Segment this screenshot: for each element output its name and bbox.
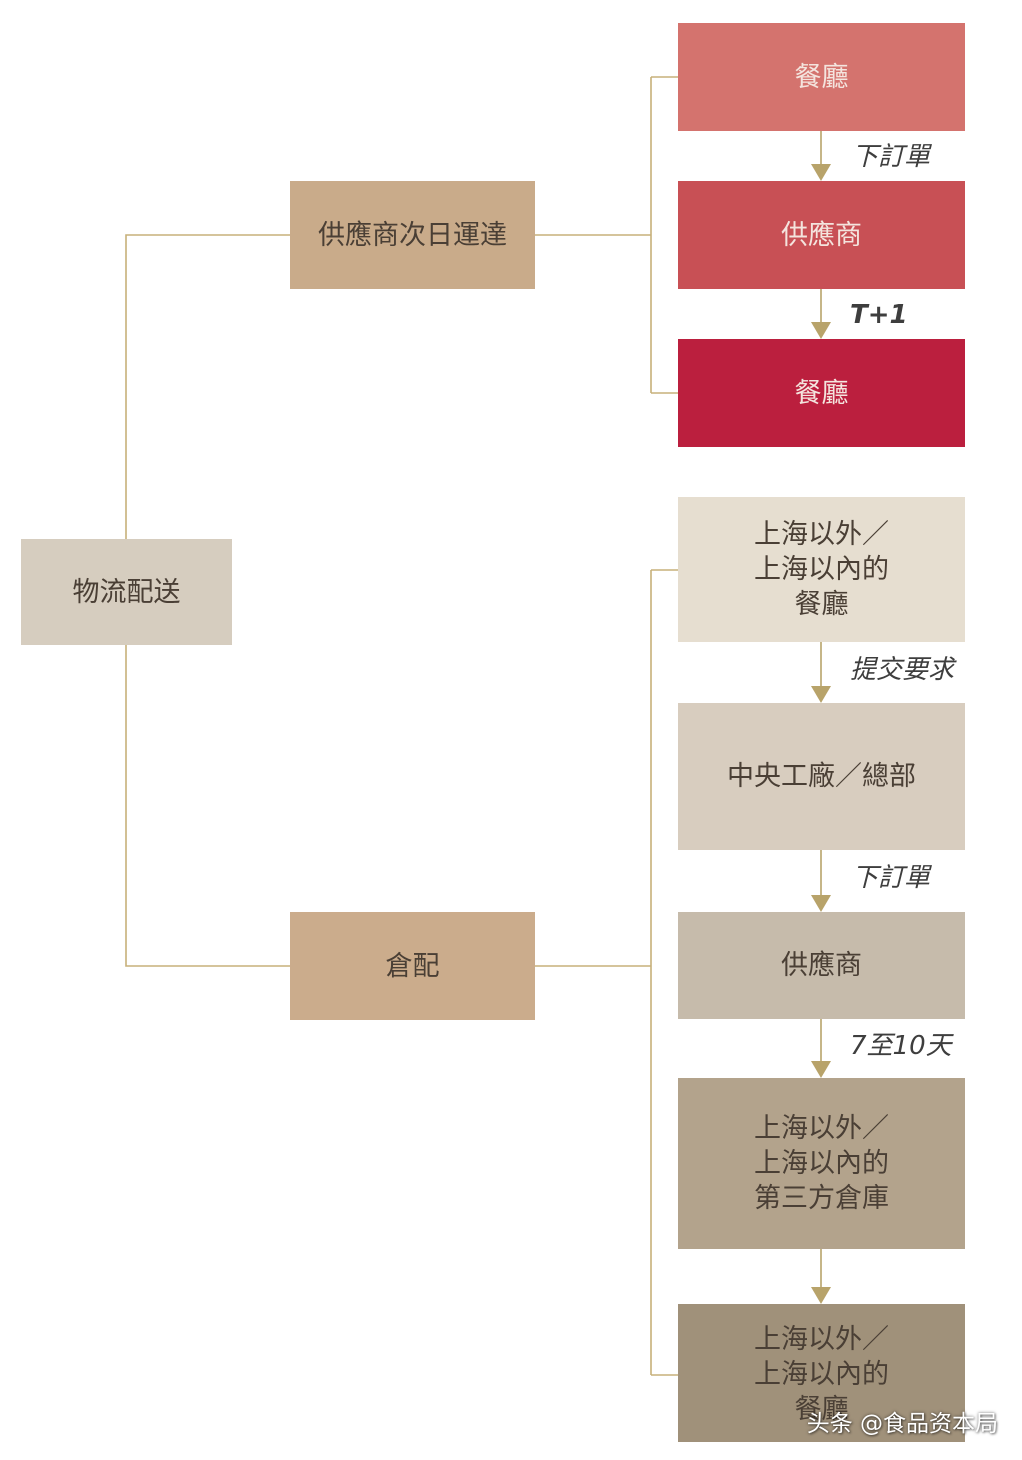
step-label: 中央工廠／總部 [727,759,916,794]
arrow-4 [811,850,831,912]
step-label: 餐廳 [794,377,849,409]
edge-label-place-order: 下訂單 [852,142,931,172]
watermark: 头条 @食品资本局 [806,1411,998,1437]
step-supplier: 供應商 [678,181,965,289]
step-supplier: 供應商 [678,912,965,1019]
step-label-line: 上海以內的 [754,1148,889,1179]
arrow-2 [811,289,831,339]
step-label: 供應商 [781,219,862,251]
edge-label-7-to-10-days: 7至10天 [850,1031,952,1061]
step-label-line: 上海以內的 [754,554,889,585]
step-label-line: 上海以外／ [754,519,889,550]
root-node-logistics: 物流配送 [21,539,232,645]
edge-label-place-order: 下訂單 [852,863,931,893]
branch-node-label: 倉配 [385,950,440,982]
step-label-line: 供應商 [781,950,862,981]
step-label: 上海以外／ 上海以內的 餐廳 [754,517,889,622]
connector-root-branches [125,234,290,540]
step-label-line: 餐廳 [794,1394,849,1425]
step-label-line: 上海以內的 [754,1359,889,1390]
step-label: 供應商 [781,948,862,983]
step-restaurant: 上海以外／ 上海以內的 餐廳 [678,497,965,642]
step-label: 餐廳 [794,61,849,93]
edge-label-t-plus-1: T+1 [850,300,908,330]
branch-node-warehouse: 倉配 [290,912,535,1020]
branch-node-label: 供應商次日運達 [318,219,507,251]
step-label: 上海以外／ 上海以內的 餐廳 [754,1322,889,1427]
arrow-5 [811,1019,831,1078]
root-node-label: 物流配送 [72,576,181,608]
step-restaurant: 餐廳 [678,23,965,131]
step-restaurant: 餐廳 [678,339,965,447]
arrow-1 [811,131,831,181]
step-label: 上海以外／ 上海以內的 第三方倉庫 [754,1111,889,1216]
step-label-line: 上海以外／ [754,1324,889,1355]
branch-node-next-day-delivery: 供應商次日運達 [290,181,535,289]
step-label-line: 第三方倉庫 [754,1183,889,1214]
step-label-line: 上海以外／ [754,1113,889,1144]
arrow-3 [811,642,831,703]
step-restaurant: 上海以外／ 上海以內的 餐廳 [678,1304,965,1442]
step-central-factory: 中央工廠／總部 [678,703,965,850]
step-label-line: 中央工廠／總部 [727,761,916,792]
connector-root-branches-lower [125,645,290,967]
arrow-6 [811,1249,831,1304]
step-label-line: 餐廳 [794,589,849,620]
edge-label-submit-request: 提交要求 [850,655,955,685]
step-third-party-warehouse: 上海以外／ 上海以內的 第三方倉庫 [678,1078,965,1249]
